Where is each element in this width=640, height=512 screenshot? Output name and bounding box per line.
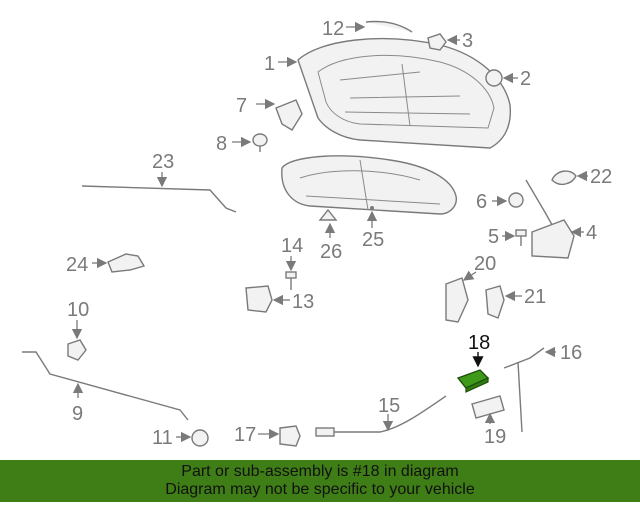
callout-19: 19 xyxy=(484,426,506,448)
callout-6: 6 xyxy=(476,191,487,213)
callout-22: 22 xyxy=(590,166,612,188)
clip-part-3 xyxy=(427,33,447,51)
callout-5: 5 xyxy=(488,226,499,248)
rod-part-16 xyxy=(503,347,545,433)
callout-1: 1 xyxy=(264,53,275,75)
hinge-part-4 xyxy=(525,179,575,259)
weatherstrip-part-12 xyxy=(365,20,413,33)
callout-3: 3 xyxy=(462,30,473,52)
callout-9: 9 xyxy=(72,403,83,425)
callout-16: 16 xyxy=(560,342,582,364)
callout-20: 20 xyxy=(474,253,496,275)
callout-11: 11 xyxy=(152,427,173,449)
callout-4: 4 xyxy=(586,222,597,244)
callout-23: 23 xyxy=(152,151,174,173)
banner-line-1: Part or sub-assembly is #18 in diagram xyxy=(181,463,459,480)
clip-part-26 xyxy=(318,208,338,221)
push-pin-part-8 xyxy=(252,133,268,152)
callout-8: 8 xyxy=(216,133,227,155)
callout-18: 18 xyxy=(468,332,490,354)
callout-25: 25 xyxy=(362,229,384,251)
callout-7: 7 xyxy=(236,95,247,117)
insulator-part-25 xyxy=(281,155,457,215)
nut-part-6 xyxy=(508,192,524,208)
nut-part-11 xyxy=(191,429,209,447)
support-part-21 xyxy=(485,285,505,319)
clip-part-10 xyxy=(67,339,87,361)
callout-21: 21 xyxy=(524,286,546,308)
bracket-part-24 xyxy=(107,253,146,273)
bolt-part-14 xyxy=(285,271,297,290)
callout-10: 10 xyxy=(67,299,89,321)
bolt-part-5 xyxy=(515,229,527,246)
bumper-part-2 xyxy=(485,69,503,87)
bracket-part-7 xyxy=(275,99,303,131)
bumper-cap-part-22 xyxy=(551,170,577,186)
banner-line-2: Diagram may not be specific to your vehi… xyxy=(165,481,475,498)
rod-part-9 xyxy=(22,351,189,421)
release-cable-part-15 xyxy=(315,395,447,437)
hood-panel-part-1 xyxy=(297,38,512,149)
callout-2: 2 xyxy=(520,68,531,90)
callout-17: 17 xyxy=(234,424,256,446)
callout-12: 12 xyxy=(322,18,344,40)
cable-end-part-17 xyxy=(279,425,301,447)
callout-26: 26 xyxy=(320,241,342,263)
leader-20 xyxy=(462,270,477,281)
support-part-20 xyxy=(445,277,469,323)
callout-14: 14 xyxy=(281,235,303,257)
prop-rod-part-23 xyxy=(81,185,237,213)
callout-13: 13 xyxy=(292,291,314,313)
exploded-parts-diagram: 1 12 3 2 7 8 xyxy=(22,18,612,449)
info-banner: Part or sub-assembly is #18 in diagram D… xyxy=(0,460,640,502)
latch-part-13 xyxy=(245,285,273,313)
callout-24: 24 xyxy=(66,254,88,276)
callout-15: 15 xyxy=(378,395,400,417)
plate-part-19 xyxy=(471,395,505,419)
highlighted-part-18[interactable] xyxy=(456,369,490,393)
